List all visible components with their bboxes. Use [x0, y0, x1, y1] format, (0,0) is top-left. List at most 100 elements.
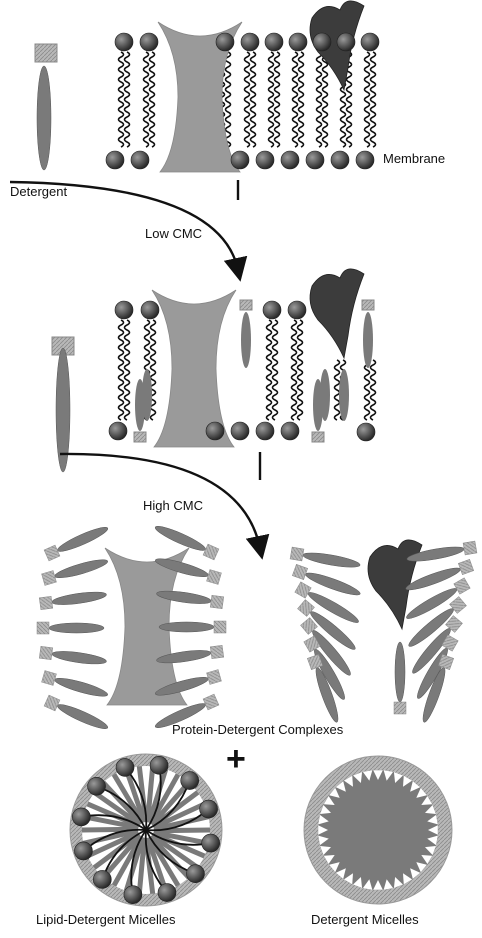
lipid-tail: [273, 320, 278, 420]
detergent-head: [240, 300, 252, 310]
mixed-membrane: [52, 269, 376, 472]
detergent-tail: [339, 369, 349, 421]
lipid-head: [141, 301, 159, 319]
detergent-head: [207, 570, 222, 585]
lipid-head: [361, 33, 379, 51]
detergent-molecule: [39, 646, 107, 667]
lipid-head: [357, 423, 375, 441]
lipid-head: [263, 301, 281, 319]
lipid-tail: [317, 52, 322, 147]
detergent-tail: [51, 590, 107, 608]
lipid-head: [231, 151, 249, 169]
detergent-head: [39, 646, 53, 660]
lipid-head: [289, 33, 307, 51]
detergent-tail: [142, 369, 152, 421]
detergent-head: [42, 571, 57, 586]
detergent-tail: [302, 550, 361, 570]
lipid-tail: [267, 320, 272, 420]
detergent-head: [134, 432, 146, 442]
lipid-tail: [323, 52, 328, 147]
lipid-head: [115, 301, 133, 319]
detergent-label: Detergent: [10, 184, 67, 199]
lipid-tail: [125, 52, 130, 147]
lipid-tail: [119, 320, 124, 420]
detergent-tail: [49, 623, 104, 633]
micelle-core: [318, 770, 438, 890]
lipid-head: [74, 842, 92, 860]
detergent-tail: [159, 622, 214, 632]
detergent-tail: [320, 369, 330, 421]
lipid-tail: [365, 360, 370, 420]
plus-sign: +: [226, 740, 246, 779]
detergent-tail: [363, 312, 373, 368]
detergent-tail: [55, 701, 109, 733]
lipid-head: [140, 33, 158, 51]
lipid-head: [281, 422, 299, 440]
lipid-head: [202, 834, 220, 852]
detergent-head: [42, 671, 57, 686]
detergent-tail: [395, 642, 405, 702]
lipid-head: [72, 808, 90, 826]
lipid-head: [181, 772, 199, 790]
detergent-head: [290, 547, 304, 561]
detergent-head: [37, 622, 49, 634]
lipid-head: [115, 33, 133, 51]
lipid-head: [88, 777, 106, 795]
lipid-head: [150, 756, 168, 774]
detergent-head: [44, 695, 60, 711]
detergent-head: [362, 300, 374, 310]
lipid-tail: [150, 52, 155, 147]
detergent-tail: [51, 649, 107, 667]
detergent-molecule: [44, 695, 110, 733]
lipid-head: [131, 151, 149, 169]
detergent-molecule: [37, 622, 104, 634]
detergent-head: [463, 541, 477, 555]
detergent-head: [210, 645, 224, 659]
detergent-tail: [53, 675, 109, 700]
lipid-head: [241, 33, 259, 51]
lipid-head: [281, 151, 299, 169]
membrane-label: Membrane: [383, 151, 445, 166]
detergent-tail: [241, 312, 251, 368]
lipid-tail: [226, 52, 231, 147]
high-cmc-label: High CMC: [143, 498, 203, 513]
lipid-tail: [269, 52, 274, 147]
lipid-head: [158, 884, 176, 902]
detergent-head: [44, 545, 60, 561]
lipid-tail: [365, 52, 370, 147]
lipid-head: [231, 422, 249, 440]
lipid-tail: [125, 320, 130, 420]
lipid-head: [256, 422, 274, 440]
intact-membrane: [35, 1, 379, 172]
lipid-head: [186, 865, 204, 883]
detergent-head: [458, 559, 473, 574]
detergent-head: [203, 694, 219, 710]
lipid-head: [356, 151, 374, 169]
detergent-head: [39, 596, 53, 610]
detergent-head: [207, 670, 222, 685]
lipid-tail: [251, 52, 256, 147]
protein-detergent-complexes: [37, 522, 477, 734]
peripheral-protein: [310, 269, 364, 358]
lipid-micelles-label: Lipid-Detergent Micelles: [36, 912, 175, 927]
lipid-head: [265, 33, 283, 51]
detergent-head: [292, 564, 307, 579]
lipid-head: [306, 151, 324, 169]
lipid-tail: [299, 52, 304, 147]
lipid-tail: [293, 52, 298, 147]
detergent-molecule: [153, 522, 219, 560]
lipid-head: [93, 870, 111, 888]
complexes-label: Protein-Detergent Complexes: [172, 722, 343, 737]
lipid-head: [331, 151, 349, 169]
lipid-head: [288, 301, 306, 319]
lipid-tail: [245, 52, 250, 147]
lipid-tail: [371, 52, 376, 147]
detergent-tail: [37, 66, 51, 170]
lipid-head: [200, 800, 218, 818]
lipid-head: [124, 886, 142, 904]
lipid-head: [206, 422, 224, 440]
lipid-head: [109, 422, 127, 440]
detergent-head: [35, 44, 57, 62]
